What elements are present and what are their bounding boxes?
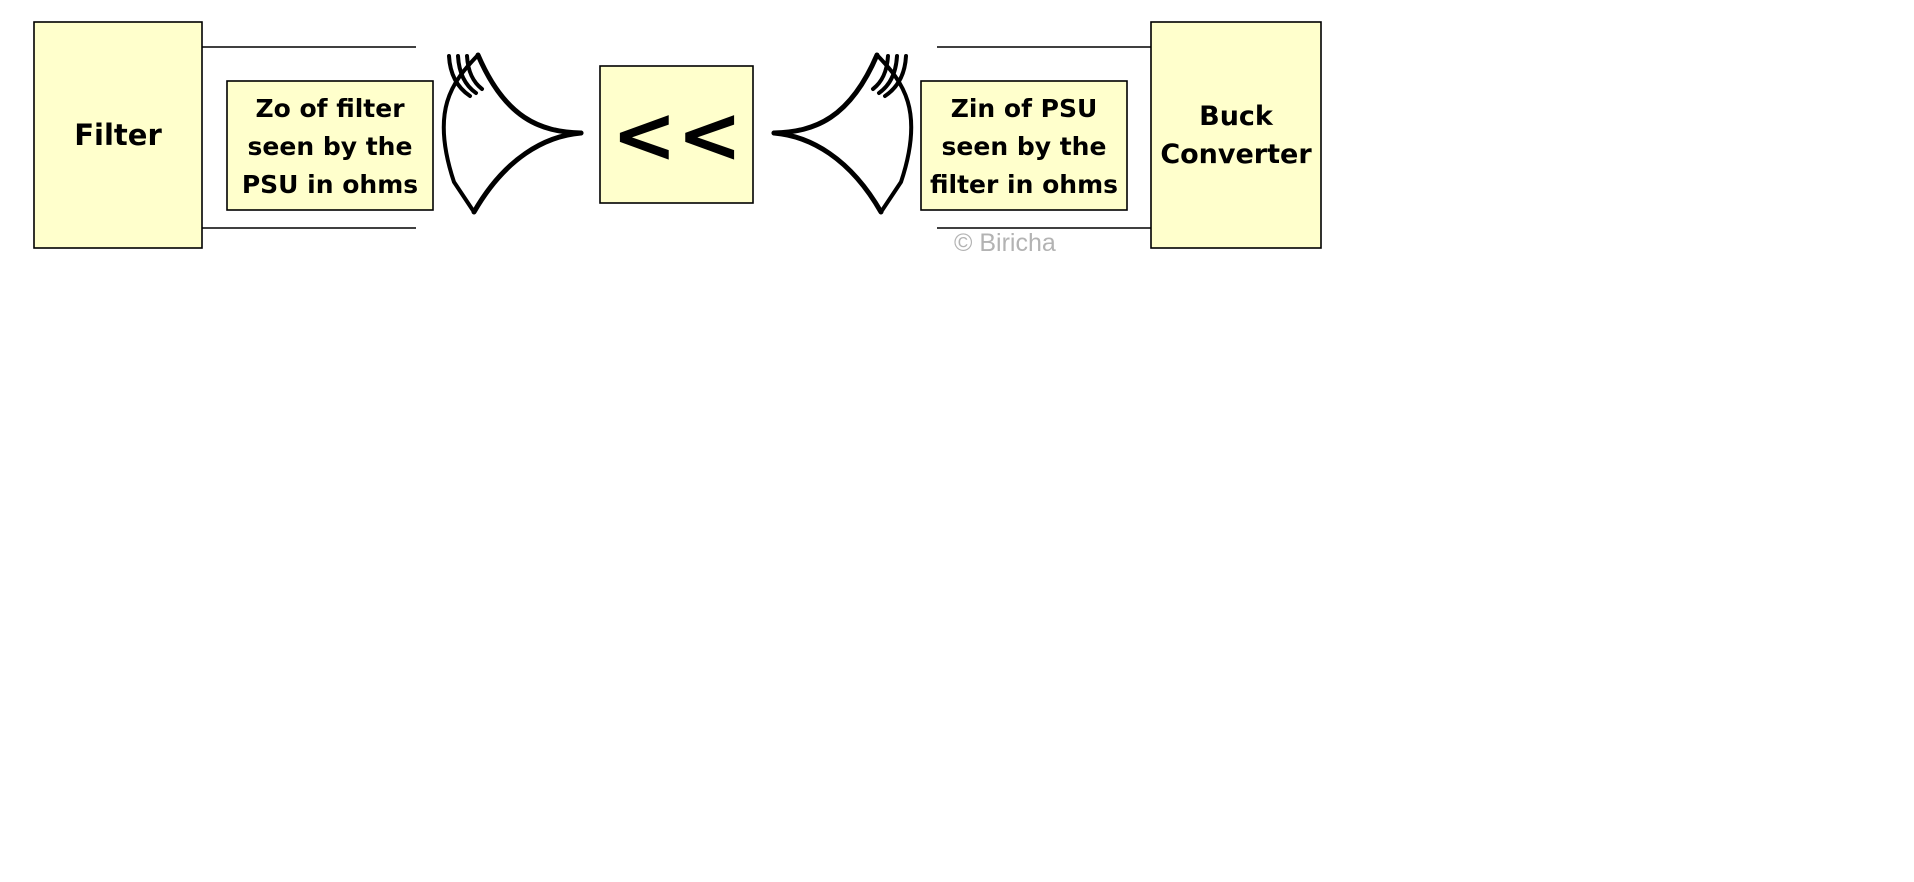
zin-line-1: Zin of PSU xyxy=(951,94,1098,123)
zo-label-box: Zo of filter seen by the PSU in ohms xyxy=(226,80,434,211)
ear-icon xyxy=(771,52,914,215)
filter-block: Filter xyxy=(33,21,203,249)
zo-line-2: seen by the xyxy=(248,132,413,161)
buck-converter-block: Buck Converter xyxy=(1150,21,1322,249)
ear-icon xyxy=(441,52,584,215)
much-less-than-symbol: << xyxy=(612,91,743,181)
zin-label-box: Zin of PSU seen by the filter in ohms xyxy=(920,80,1128,211)
copyright-notice: © Biricha xyxy=(954,229,1056,257)
zin-line-3: filter in ohms xyxy=(930,170,1118,199)
buck-line-2: Converter xyxy=(1160,139,1312,170)
filter-label: Filter xyxy=(74,118,162,152)
zin-line-2: seen by the xyxy=(942,132,1107,161)
buck-line-1: Buck xyxy=(1199,101,1274,132)
zo-line-3: PSU in ohms xyxy=(242,170,418,199)
compare-box: << xyxy=(599,65,754,204)
zo-line-1: Zo of filter xyxy=(255,94,405,123)
